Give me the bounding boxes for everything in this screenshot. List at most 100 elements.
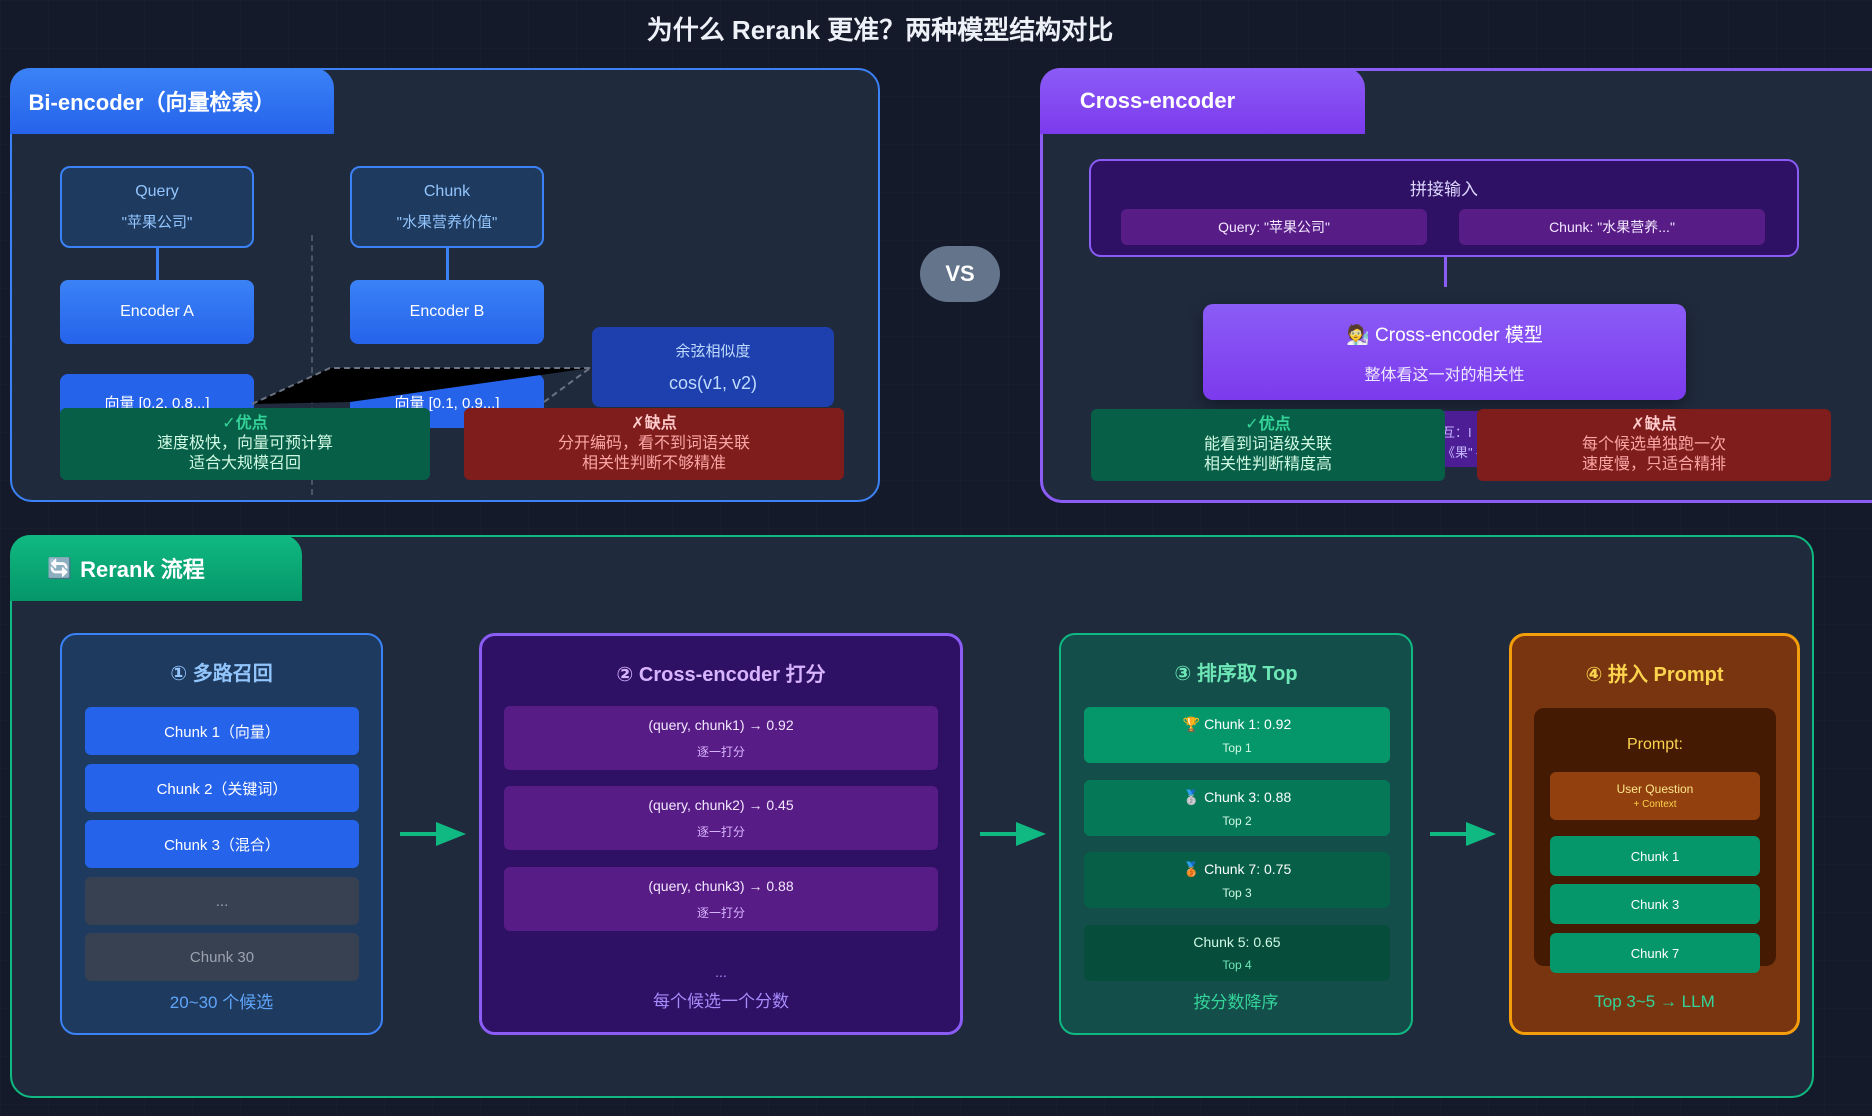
- user-question-box: User Question + Context: [1550, 772, 1760, 820]
- score-ellipsis: ...: [715, 964, 727, 980]
- connector-fill: [252, 368, 590, 404]
- score-item: (query, chunk1) → 0.92 逐一打分: [504, 706, 938, 770]
- cons-heading: ✗缺点: [631, 415, 677, 432]
- cons-line: 分开编码，看不到词语关联: [557, 435, 750, 452]
- chunk-chip: Chunk: "水果营养...": [1459, 209, 1765, 245]
- pros-line: 相关性判断精度高: [1203, 456, 1332, 473]
- query-label: Query: [135, 182, 179, 200]
- chunk-label: Chunk: [423, 182, 471, 200]
- step-footer: Top 3~5 → LLM: [1594, 992, 1715, 1011]
- score-note: 逐一打分: [696, 824, 745, 839]
- candidate-item: Chunk 30: [85, 933, 359, 981]
- ranked-item: 🥈 Chunk 3: 0.88 Top 2: [1084, 780, 1390, 836]
- step-scoring: ② Cross-encoder 打分 (query, chunk1) → 0.9…: [479, 633, 963, 1035]
- arrow-right-icon: [980, 822, 1046, 846]
- candidate-item: Chunk 2（关键词）: [85, 764, 359, 812]
- rerank-tab: 🔄 Rerank 流程: [10, 535, 302, 601]
- similarity-connectors: [251, 367, 591, 405]
- score-item: (query, chunk2) → 0.45 逐一打分: [504, 786, 938, 850]
- prompt-label: Prompt:: [1626, 736, 1683, 753]
- step-title: ④ 拼入 Prompt: [1585, 664, 1724, 686]
- bi-pros-box: ✓优点 速度极快，向量可预计算 适合大规模召回: [60, 408, 430, 480]
- cross-encoder-panel: Cross-encoder 拼接输入 Query: "苹果公司" Chunk: …: [1040, 68, 1872, 503]
- pros-heading: ✓优点: [1245, 416, 1291, 433]
- step-recall: ① 多路召回 Chunk 1（向量） Chunk 2（关键词） Chunk 3（…: [60, 633, 383, 1035]
- candidate-ellipsis: ...: [85, 877, 359, 925]
- score-pair: (query, chunk1) → 0.92: [648, 716, 794, 733]
- query-chip: Query: "苹果公司": [1121, 209, 1427, 245]
- cosine-formula: cos(v1, v2): [668, 373, 758, 393]
- step-footer: 按分数降序: [1193, 993, 1279, 1012]
- refresh-icon: 🔄: [47, 556, 73, 580]
- chunk-node: Chunk "水果营养价值": [350, 166, 544, 248]
- vs-badge: VS: [920, 246, 1000, 302]
- ranked-label: Chunk 1: 0.92: [1204, 715, 1292, 732]
- ranked-rank: Top 3: [1222, 885, 1252, 900]
- trophy-icon: 🏆: [1182, 716, 1201, 733]
- user-question-label: User Question: [1616, 782, 1694, 796]
- step-prompt: ④ 拼入 Prompt Prompt: User Question + Cont…: [1509, 633, 1800, 1035]
- pros-line: 能看到词语级关联: [1203, 436, 1332, 453]
- concat-title: 拼接输入: [1410, 180, 1478, 199]
- query-value: "苹果公司": [121, 213, 193, 231]
- score-pair: (query, chunk3) → 0.88: [648, 877, 794, 894]
- cons-heading: ✗缺点: [1631, 416, 1677, 433]
- connector-line: [446, 248, 449, 280]
- score-item: (query, chunk3) → 0.88 逐一打分: [504, 867, 938, 931]
- page-title: 为什么 Rerank 更准？两种模型结构对比: [646, 15, 1114, 45]
- arrow-right-icon: [1430, 822, 1496, 846]
- ranked-item: 🥉 Chunk 7: 0.75 Top 3: [1084, 852, 1390, 908]
- connector-line: [1444, 257, 1447, 287]
- cross-cons-box: ✗缺点 每个候选单独跑一次 速度慢，只适合精排: [1477, 409, 1831, 481]
- ranked-label: Chunk 3: 0.88: [1204, 788, 1292, 805]
- ranked-rank: Top 1: [1222, 740, 1252, 755]
- bronze-medal-icon: 🥉: [1182, 861, 1201, 878]
- score-note: 逐一打分: [696, 905, 745, 920]
- silver-medal-icon: 🥈: [1182, 789, 1201, 806]
- candidate-item: Chunk 3（混合）: [85, 820, 359, 868]
- cosine-label: 余弦相似度: [675, 343, 751, 360]
- query-node: Query "苹果公司": [60, 166, 254, 248]
- ranked-item: 🏆 Chunk 1: 0.92 Top 1: [1084, 707, 1390, 763]
- connector-line: [156, 248, 159, 280]
- cons-line: 相关性判断不够精准: [581, 455, 726, 472]
- cosine-similarity-box: 余弦相似度 cos(v1, v2): [592, 327, 834, 407]
- ranked-rank: Top 2: [1222, 813, 1252, 828]
- pros-heading: ✓优点: [222, 415, 268, 432]
- step-title: ② Cross-encoder 打分: [616, 664, 826, 686]
- bi-cons-box: ✗缺点 分开编码，看不到词语关联 相关性判断不够精准: [464, 408, 844, 480]
- ranked-label: Chunk 5: 0.65: [1193, 934, 1281, 950]
- step-title: ① 多路召回: [170, 663, 273, 685]
- prompt-chunk: Chunk 7: [1550, 933, 1760, 973]
- step-footer: 20~30 个候选: [169, 993, 274, 1012]
- model-subtitle: 整体看这一对的相关性: [1364, 366, 1525, 384]
- candidate-item: Chunk 1（向量）: [85, 707, 359, 755]
- bi-encoder-tab: Bi-encoder（向量检索）: [10, 68, 334, 134]
- rerank-flow-panel: 🔄 Rerank 流程 ① 多路召回 Chunk 1（向量） Chunk 2（关…: [10, 535, 1814, 1098]
- ranked-item: Chunk 5: 0.65 Top 4: [1084, 925, 1390, 981]
- encoder-a: Encoder A: [60, 280, 254, 344]
- prompt-chunk: Chunk 1: [1550, 836, 1760, 876]
- arrow-right-icon: [400, 822, 466, 846]
- divider-line: [311, 235, 313, 495]
- pros-line: 速度极快，向量可预计算: [156, 435, 333, 452]
- bi-encoder-panel: Bi-encoder（向量检索） Query "苹果公司" Chunk "水果营…: [10, 68, 880, 502]
- chunk-value: "水果营养价值": [396, 213, 498, 231]
- interaction-note-line: 《果" —: [1442, 445, 1488, 460]
- score-note: 逐一打分: [696, 744, 745, 759]
- scientist-icon: 🧑‍🔬: [1346, 323, 1370, 346]
- prompt-chunk: Chunk 3: [1550, 884, 1760, 924]
- cons-line: 每个候选单独跑一次: [1581, 436, 1726, 453]
- ranked-label: Chunk 7: 0.75: [1204, 860, 1292, 877]
- cross-pros-box: ✓优点 能看到词语级关联 相关性判断精度高: [1091, 409, 1445, 481]
- concat-input-box: 拼接输入 Query: "苹果公司" Chunk: "水果营养...": [1089, 159, 1799, 257]
- pros-line: 适合大规模召回: [188, 455, 301, 472]
- model-title: Cross-encoder 模型: [1375, 324, 1543, 346]
- interaction-note-line: 互：I: [1442, 425, 1472, 440]
- step-title: ③ 排序取 Top: [1174, 663, 1298, 685]
- rerank-tab-label: Rerank 流程: [80, 557, 205, 582]
- ranked-rank: Top 4: [1222, 958, 1252, 972]
- cons-line: 速度慢，只适合精排: [1581, 456, 1726, 473]
- score-pair: (query, chunk2) → 0.45: [648, 796, 794, 813]
- step-ranking: ③ 排序取 Top 🏆 Chunk 1: 0.92 Top 1 🥈 Chunk …: [1059, 633, 1413, 1035]
